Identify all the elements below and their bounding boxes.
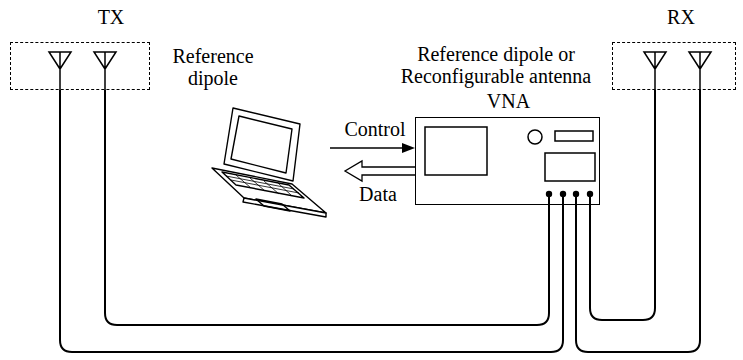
cable-line <box>105 90 549 325</box>
antenna-group-box: RXReference dipole or Reconfigurable ant… <box>612 42 736 90</box>
instrument-box: VNA <box>415 117 600 205</box>
laptop-base-edge <box>243 198 326 217</box>
coax-cable <box>576 90 700 352</box>
port <box>546 191 552 197</box>
laptop-base <box>212 168 326 213</box>
laptop <box>212 108 326 217</box>
node-caption: Reference dipole <box>159 45 267 89</box>
laptop-keys <box>226 175 299 196</box>
node-heading: TX <box>86 6 136 28</box>
cable-line <box>60 90 563 352</box>
coax-cable <box>105 90 549 325</box>
node-caption: Reference dipole or Reconfigurable anten… <box>387 43 605 87</box>
vna-screen <box>425 127 487 175</box>
coax-cable <box>60 90 563 352</box>
laptop-lid <box>224 108 300 181</box>
antenna-symbol <box>49 52 71 90</box>
vna-ports <box>546 191 593 197</box>
node-heading: VNA <box>471 90 546 112</box>
port <box>573 191 579 197</box>
laptop-touchpad <box>256 199 290 211</box>
antenna-group-box: TXReference dipole <box>10 42 150 90</box>
vna-panel-box <box>545 153 595 181</box>
arrow-line <box>330 147 404 149</box>
laptop-keyboard <box>222 172 304 198</box>
port <box>560 191 566 197</box>
data-arrow <box>345 161 415 181</box>
cable-line <box>576 90 700 352</box>
port <box>587 191 593 197</box>
vna-knob <box>528 130 542 144</box>
arrow-head <box>402 143 415 153</box>
vna-panel <box>425 127 595 205</box>
antenna-symbol <box>689 52 711 90</box>
antenna-symbol <box>644 52 666 90</box>
laptop-screen <box>231 116 292 173</box>
control-arrow <box>330 143 415 153</box>
port-stub <box>549 194 590 205</box>
arrow-label: Data <box>348 183 408 205</box>
antenna-symbol <box>94 52 116 90</box>
arrow-label: Control <box>330 118 420 140</box>
node-heading: RX <box>656 6 706 28</box>
vna-slot <box>555 131 593 141</box>
